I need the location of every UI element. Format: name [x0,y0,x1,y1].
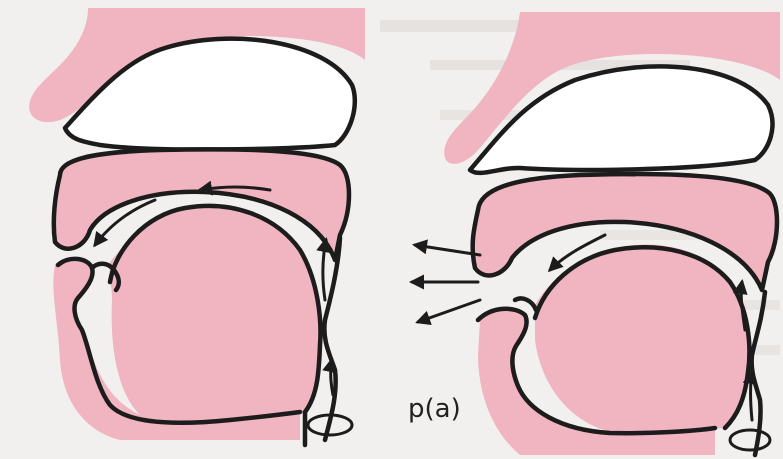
left-tongue-jaw [53,206,322,440]
panel-left-closed-lips [29,8,365,445]
right-tongue-jaw [478,245,749,455]
right-vocal-folds [730,430,770,450]
panel-right-open-lips [412,12,780,455]
left-pharynx-outline [324,238,340,440]
right-lip-contact [515,298,536,310]
figure-caption: p(a) [408,394,461,424]
